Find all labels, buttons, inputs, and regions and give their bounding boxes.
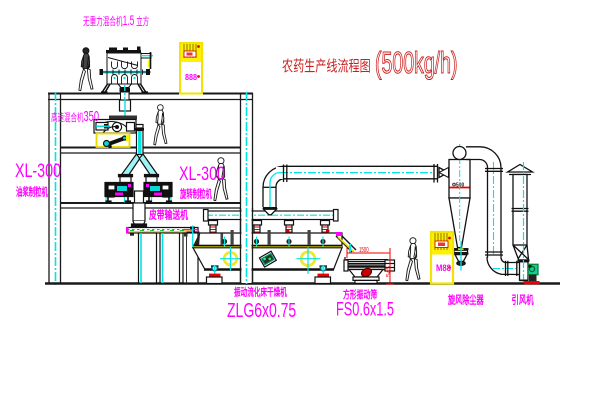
svg-text:Φ500: Φ500 bbox=[452, 182, 464, 188]
svg-text:无重力混合机1.5 立方: 无重力混合机1.5 立方 bbox=[83, 14, 149, 29]
svg-text:888: 888 bbox=[185, 73, 197, 82]
svg-text:1500: 1500 bbox=[359, 247, 369, 254]
svg-text:农药生产线流程图: 农药生产线流程图 bbox=[282, 57, 371, 74]
svg-text:高速混合机350: 高速混合机350 bbox=[51, 108, 99, 125]
svg-text:FS0.6x1.5: FS0.6x1.5 bbox=[336, 299, 394, 320]
svg-text:油桨制粒机: 油桨制粒机 bbox=[16, 184, 48, 197]
svg-text:引风机: 引风机 bbox=[512, 293, 535, 306]
svg-text:旋转制粒机: 旋转制粒机 bbox=[179, 186, 212, 199]
svg-text:545: 545 bbox=[386, 266, 393, 277]
svg-text:ZLG6x0.75: ZLG6x0.75 bbox=[227, 298, 296, 321]
svg-text:XL-300: XL-300 bbox=[179, 163, 225, 184]
svg-text:XL-300: XL-300 bbox=[15, 160, 61, 181]
svg-text:M88: M88 bbox=[436, 262, 451, 273]
svg-text:(500kg/h): (500kg/h) bbox=[375, 47, 457, 81]
svg-text:振动流化床干燥机: 振动流化床干燥机 bbox=[234, 285, 287, 298]
svg-text:方形振动筛: 方形振动筛 bbox=[343, 287, 377, 300]
svg-text:旋风除尘器: 旋风除尘器 bbox=[447, 293, 484, 306]
svg-text:皮带输送机: 皮带输送机 bbox=[148, 208, 188, 222]
